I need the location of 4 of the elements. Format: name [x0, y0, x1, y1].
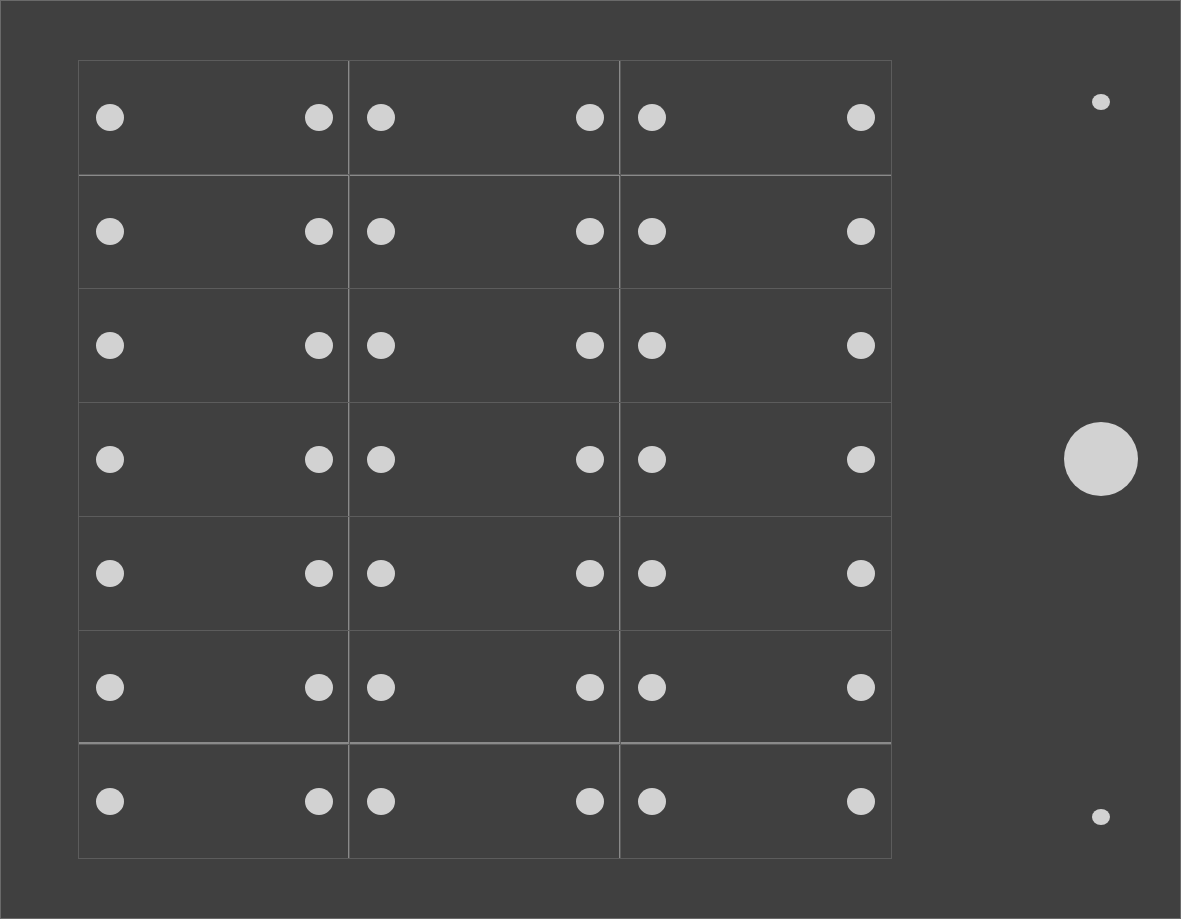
panel-cell [620, 744, 892, 859]
panel-cell [78, 744, 350, 859]
panel-cell [78, 60, 350, 175]
panel-cell [620, 60, 892, 175]
